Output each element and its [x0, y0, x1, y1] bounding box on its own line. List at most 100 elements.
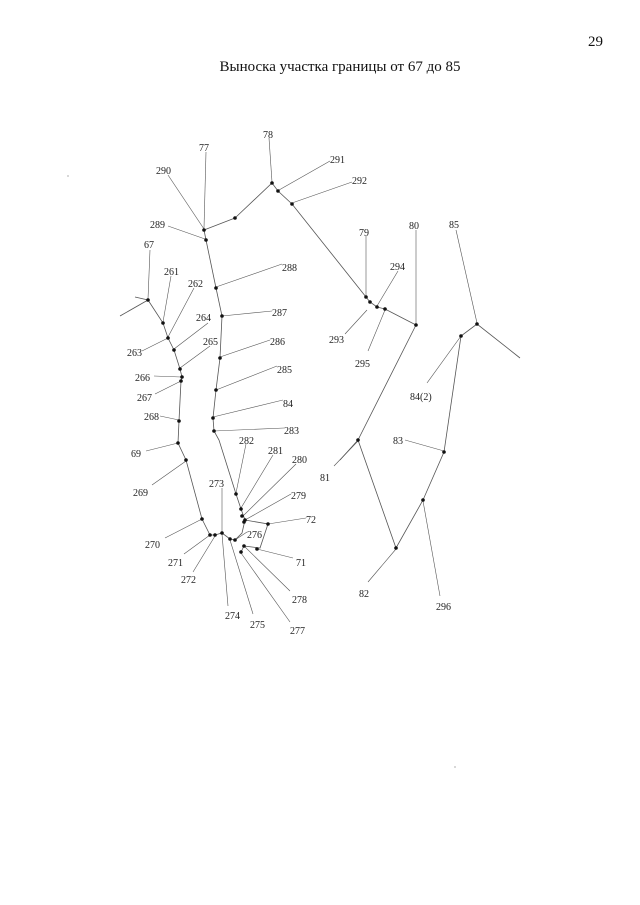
callout-leader-line: [344, 309, 368, 335]
boundary-point: [234, 492, 238, 496]
callout-leader-line: [243, 545, 291, 592]
scan-speck: [67, 175, 69, 177]
boundary-point: [212, 429, 216, 433]
point-label: 277: [290, 626, 305, 637]
boundary-point: [270, 181, 274, 185]
point-label: 270: [145, 540, 160, 551]
point-label: 69: [131, 449, 141, 460]
boundary-point: [202, 228, 206, 232]
scan-speck: [454, 766, 456, 768]
point-label: 282: [239, 436, 254, 447]
point-label: 268: [144, 412, 159, 423]
point-label: 289: [150, 220, 165, 231]
boundary-point: [172, 348, 176, 352]
callout-leader-line: [367, 309, 386, 352]
callout-leader-line: [215, 263, 283, 288]
point-label: 84: [283, 399, 293, 410]
point-label: 77: [199, 143, 209, 154]
boundary-point: [364, 295, 368, 299]
callout-leader-line: [153, 375, 182, 378]
point-label: 275: [250, 620, 265, 631]
boundary-point: [414, 323, 418, 327]
boundary-point: [394, 546, 398, 550]
boundary-point: [166, 336, 170, 340]
point-label: 84(2): [410, 392, 432, 403]
boundary-point: [383, 307, 387, 311]
point-label: 279: [291, 491, 306, 502]
boundary-point: [276, 189, 280, 193]
callout-leader-line: [242, 463, 297, 517]
boundary-point: [208, 533, 212, 537]
point-label: 269: [133, 488, 148, 499]
point-label: 286: [270, 337, 285, 348]
boundary-point: [239, 507, 243, 511]
point-label: 267: [137, 393, 152, 404]
callout-leader-line: [147, 249, 151, 300]
callout-leader-line: [213, 427, 285, 432]
point-label: 273: [209, 479, 224, 490]
callout-leader-line: [455, 229, 478, 324]
callout-leader-line: [367, 548, 397, 583]
boundary-segment: [119, 299, 149, 317]
page-number: 29: [588, 34, 603, 50]
callout-leader-line: [291, 181, 353, 204]
point-label: 80: [409, 221, 419, 232]
boundary-point: [255, 547, 259, 551]
point-label: 287: [272, 308, 287, 319]
boundary-point: [179, 379, 183, 383]
boundary-segment: [243, 519, 269, 549]
point-label: 261: [164, 267, 179, 278]
boundary-segment: [234, 182, 417, 326]
callout-leader-line: [376, 270, 399, 307]
point-label: 262: [188, 279, 203, 290]
callout-leader-line: [240, 454, 274, 509]
point-label: 281: [268, 446, 283, 457]
callout-leader-line: [167, 287, 195, 338]
point-label: 294: [390, 262, 405, 273]
callout-leader-line: [167, 225, 206, 240]
callout-leader-line: [229, 539, 254, 615]
boundary-point: [242, 544, 246, 548]
callout-leader-line: [215, 365, 278, 391]
callout-leader-line: [167, 174, 205, 230]
callout-leader-line: [219, 339, 271, 358]
callout-leader-line: [145, 442, 179, 452]
point-label: 274: [225, 611, 240, 622]
callout-leader-line: [159, 415, 180, 421]
callout-leader-line: [221, 310, 273, 317]
boundary-point: [356, 438, 360, 442]
boundary-point: [161, 321, 165, 325]
point-label: 296: [436, 602, 451, 613]
boundary-point: [442, 450, 446, 454]
callout-leader-line: [154, 380, 182, 395]
callout-leader-line: [267, 517, 307, 525]
callout-leader-line: [192, 535, 216, 573]
callout-leader-line: [179, 345, 211, 369]
boundary-point: [176, 441, 180, 445]
boundary-point: [233, 538, 237, 542]
point-label: 263: [127, 348, 142, 359]
boundary-point: [213, 533, 217, 537]
point-label: 79: [359, 228, 369, 239]
point-label: 290: [156, 166, 171, 177]
callout-leader-line: [212, 399, 284, 418]
point-label: 293: [329, 335, 344, 346]
boundary-segment: [134, 296, 149, 301]
callout-leader-line: [141, 337, 169, 352]
boundary-point: [233, 216, 237, 220]
boundary-segment: [357, 323, 521, 549]
boundary-points: [67, 175, 479, 768]
point-label: 264: [196, 313, 211, 324]
callout-leader-line: [256, 548, 294, 559]
point-label: 280: [292, 455, 307, 466]
point-label: 266: [135, 373, 150, 384]
boundary-point: [421, 498, 425, 502]
point-label: 271: [168, 558, 183, 569]
callout-leader-line: [173, 322, 209, 350]
callout-lines: [141, 137, 478, 623]
boundary-point: [266, 522, 270, 526]
point-label: 276: [247, 530, 262, 541]
boundary-point: [375, 305, 379, 309]
boundary-point: [180, 375, 184, 379]
